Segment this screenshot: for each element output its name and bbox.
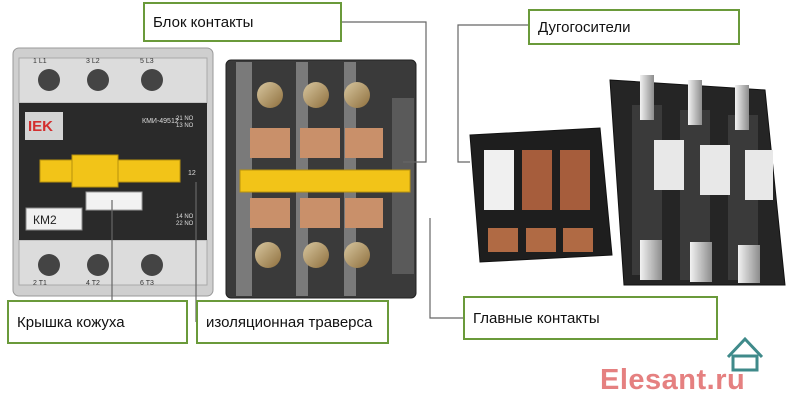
watermark-text: Elesant.ru bbox=[600, 364, 746, 396]
leader-main-contacts bbox=[429, 218, 463, 319]
brand-badge: IEK bbox=[28, 118, 54, 135]
aux-top-mark: 21 NO 13 NO bbox=[176, 116, 194, 130]
house-logo-icon bbox=[726, 336, 764, 372]
top-terminal-2: 3 L2 bbox=[86, 58, 100, 65]
designation-label: КМ2 bbox=[33, 213, 57, 227]
leader-arc-chutes bbox=[457, 24, 528, 163]
leader-block-contacts bbox=[342, 21, 427, 163]
label-insulating-traverse: изоляционная траверса bbox=[196, 300, 389, 344]
side-mark: 12 bbox=[188, 170, 196, 177]
aux-bottom-mark: 14 NO 22 NO bbox=[176, 214, 194, 228]
top-terminal-1: 1 L1 bbox=[33, 58, 47, 65]
bottom-terminal-2: 4 T2 bbox=[86, 280, 100, 287]
label-block-contacts: Блок контакты bbox=[143, 2, 342, 42]
assembled-contactor bbox=[12, 47, 214, 297]
opened-contactor bbox=[225, 59, 417, 299]
disassembled-parts bbox=[469, 75, 786, 286]
model-number: КМИ-49512 bbox=[142, 118, 179, 125]
label-main-contacts: Главные контакты bbox=[463, 296, 718, 340]
label-arc-chutes: Дугогосители bbox=[528, 9, 740, 45]
bottom-terminal-3: 6 T3 bbox=[140, 280, 154, 287]
label-housing-cover: Крышка кожуха bbox=[7, 300, 188, 344]
top-terminal-3: 5 L3 bbox=[140, 58, 154, 65]
leader-lines bbox=[111, 21, 528, 323]
bottom-terminal-1: 2 T1 bbox=[33, 280, 47, 287]
